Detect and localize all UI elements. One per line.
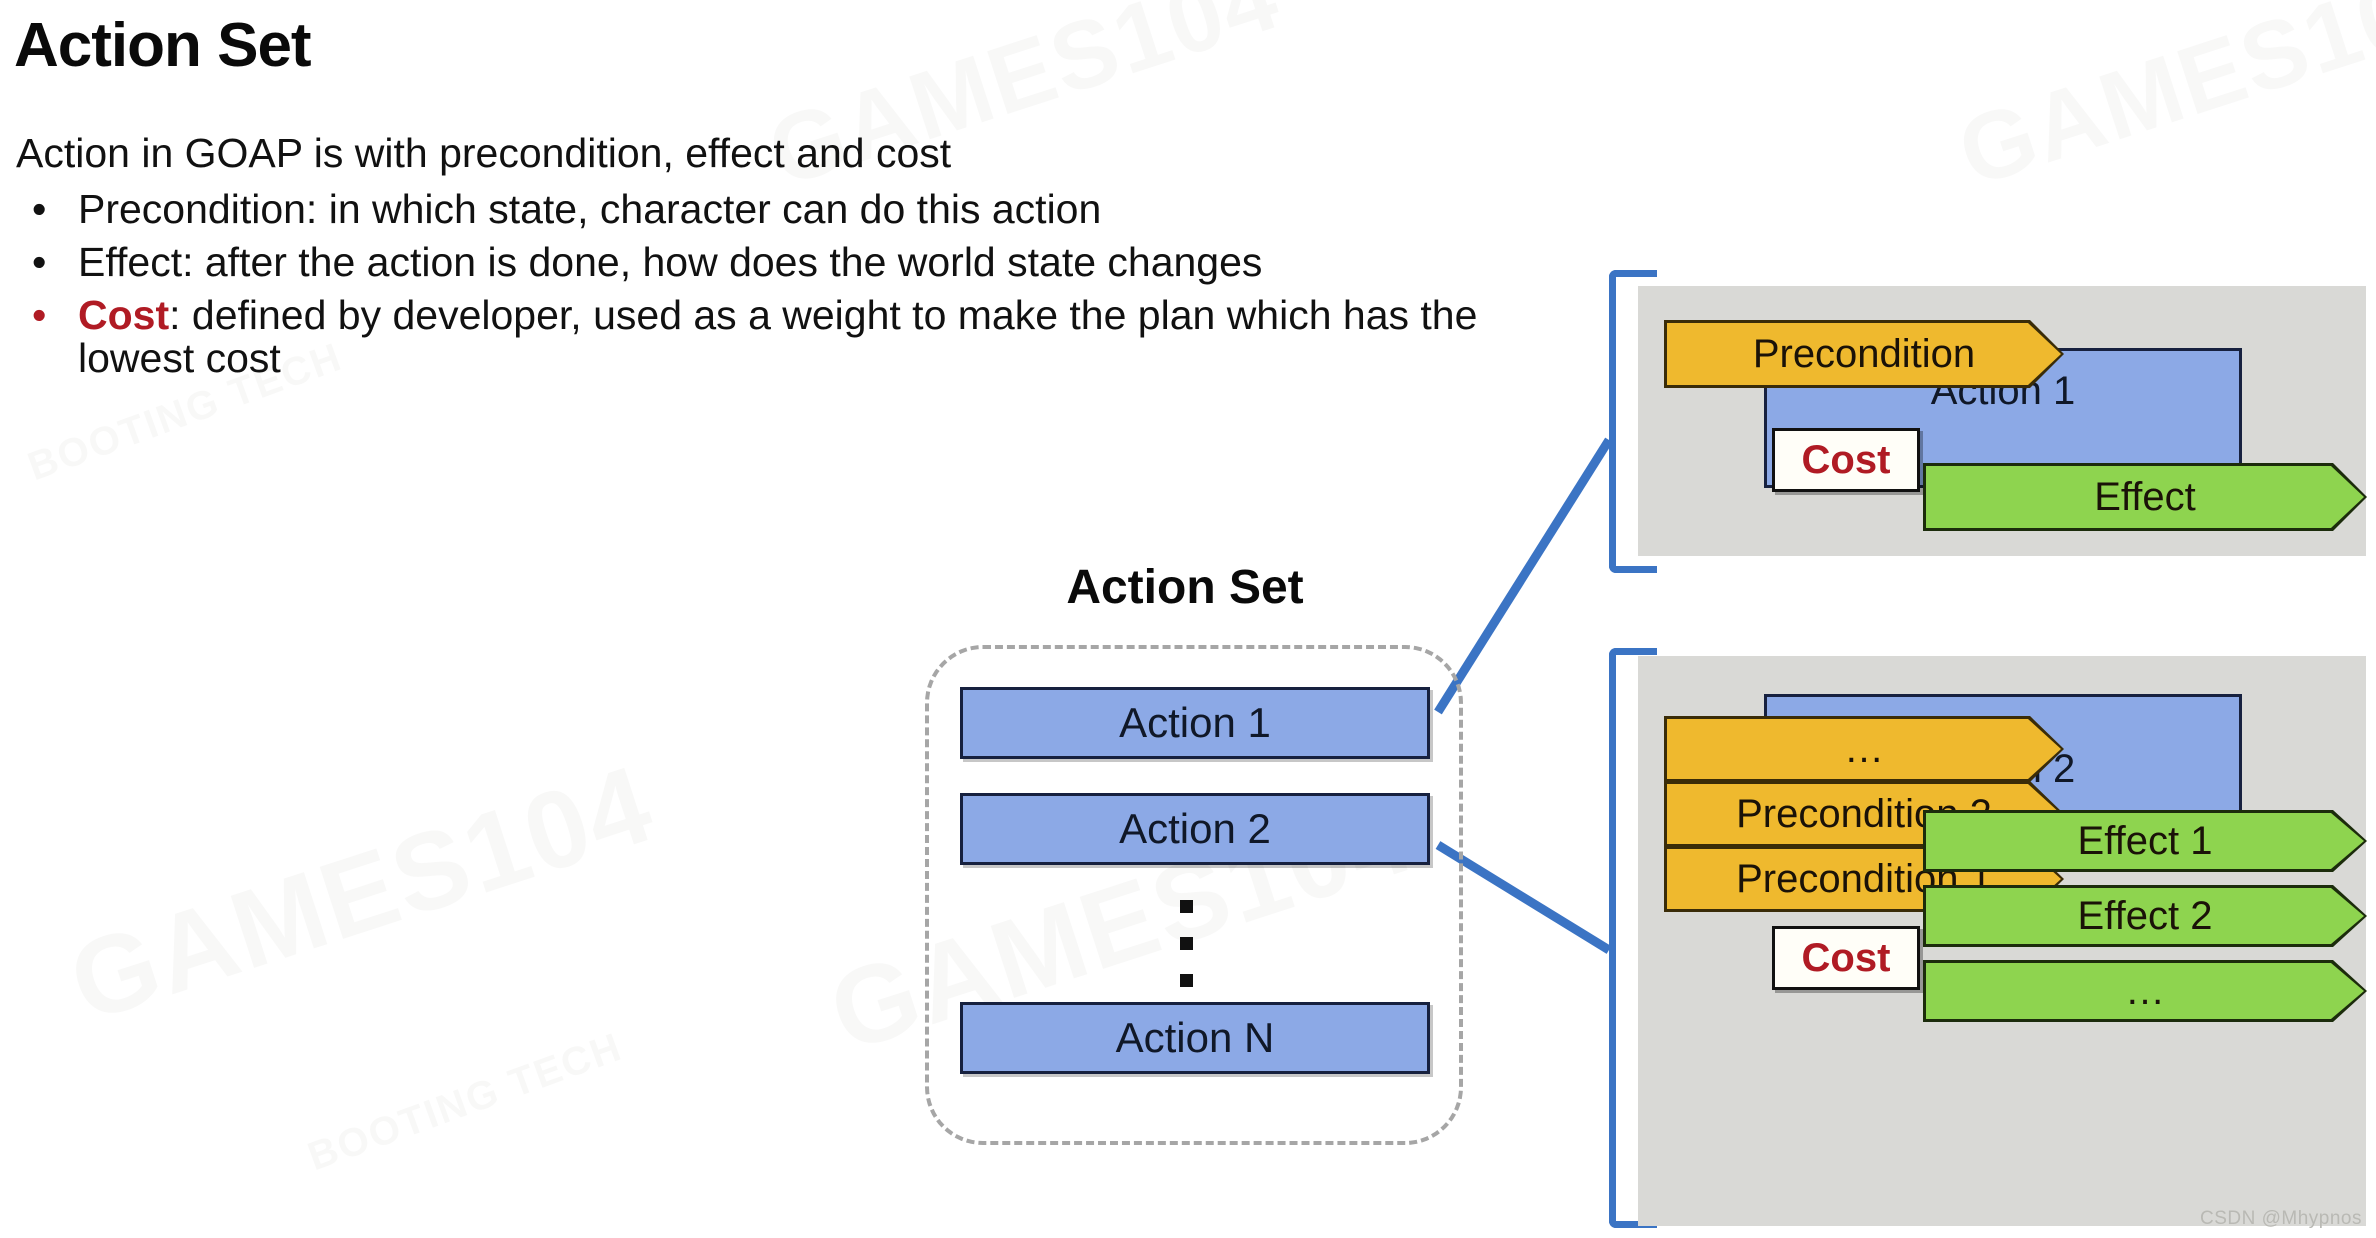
bullet-marker-icon: • [32,238,47,285]
action1-cost-box: Cost [1772,428,1920,492]
bullet-precondition: • Precondition: in which state, characte… [16,185,1496,232]
action1-precondition-arrow: Precondition [1664,320,2064,388]
action2-effect-ellipsis: … [1923,960,2367,1022]
action1-cost-label: Cost [1801,437,1891,482]
bullet-marker-icon: • [32,291,47,338]
bullet-cost: • Cost: defined by developer, used as a w… [16,291,1496,382]
bullet-text: Effect: after the action is done, how do… [78,238,1263,285]
vertical-ellipsis-icon [1180,900,1194,1011]
action-set-item-2[interactable]: Action 2 [960,793,1430,865]
bracket-top-icon [1609,270,1657,573]
bullet-text: : defined by developer, used as a weight… [78,291,1478,382]
bullet-marker-icon: • [32,185,47,232]
action-set-container [925,645,1463,1145]
action2-cost-label: Cost [1801,935,1891,980]
action1-effect-label: Effect [2094,474,2196,519]
bullet-list: • Precondition: in which state, characte… [16,185,1496,382]
action-set-heading: Action Set [1066,561,1304,614]
action2-effect-ellipsis-label: … [2125,968,2165,1013]
body-text-block: Action in GOAP is with precondition, eff… [16,130,1496,390]
action-set-item-1[interactable]: Action 1 [960,687,1430,759]
bracket-bottom-icon [1609,648,1657,1228]
action2-precondition-ellipsis: … [1664,716,2064,782]
action2-precondition-ellipsis-label: … [1844,726,1884,771]
connector-action1 [1434,437,1613,715]
action2-effect-2-label: Effect 2 [2077,893,2213,938]
action2-effect-1: Effect 1 [1923,810,2367,872]
connector-action2 [1435,841,1612,954]
action2-effect-1-label: Effect 1 [2077,818,2213,863]
bullet-emphasis: Cost [78,291,170,338]
action2-cost-box: Cost [1772,926,1920,990]
action1-effect-arrow: Effect [1923,463,2367,531]
bullet-text: Precondition: in which state, character … [78,185,1102,232]
lead-paragraph: Action in GOAP is with precondition, eff… [16,130,952,176]
page-title: Action Set [14,11,312,80]
background-watermark: BOOTING TECH [302,1024,629,1180]
csdn-watermark: CSDN @Mhypnos [2200,1208,2362,1229]
bullet-effect: • Effect: after the action is done, how … [16,238,1496,285]
action2-effect-2: Effect 2 [1923,885,2367,947]
action1-precondition-label: Precondition [1752,331,1976,376]
action-set-item-n[interactable]: Action N [960,1002,1430,1074]
background-watermark: GAMES104 [55,741,668,1046]
background-watermark: GAMES104 [1946,0,2376,208]
